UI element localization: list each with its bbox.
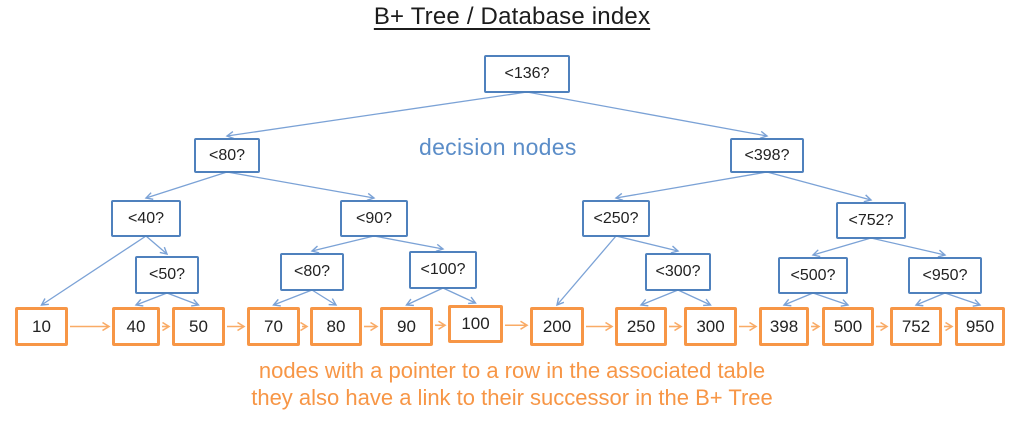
decision-node-q50: <50? (135, 256, 199, 294)
leaf-node-l50: 50 (172, 307, 225, 346)
leaf-node-l752: 752 (890, 307, 942, 346)
tree-edge-q300-l300 (677, 289, 712, 307)
tree-edge-q40-q50 (145, 235, 169, 255)
tree-edge-q950-l752 (914, 292, 946, 307)
leaf-node-l100: 100 (448, 305, 503, 343)
tree-edge-q136-q80 (225, 91, 528, 140)
decision-node-q80b: <80? (280, 253, 344, 291)
decision-node-q300: <300? (645, 253, 711, 291)
decision-node-q398: <398? (730, 138, 804, 173)
tree-edge-q80b-l70 (272, 289, 313, 307)
tree-edge-q80-q40 (144, 171, 228, 201)
decision-node-q500: <500? (778, 257, 848, 294)
tree-edge-q100-l90 (405, 287, 444, 307)
tree-edge-q40-l10 (40, 235, 147, 306)
decision-node-q136: <136? (484, 55, 570, 93)
tree-edge-q90-q100 (373, 235, 445, 252)
tree-edge-q950-l950 (944, 292, 982, 307)
leaf-node-l398: 398 (759, 307, 809, 346)
decision-node-q752: <752? (836, 202, 906, 239)
tree-edge-q500-l398 (782, 292, 814, 307)
tree-edge-q100-l100 (442, 287, 477, 305)
tree-edge-q50-l50 (166, 292, 200, 307)
leaf-node-l200: 200 (530, 307, 584, 346)
tree-edge-q398-q250 (614, 171, 768, 202)
decision-node-q40: <40? (111, 200, 181, 237)
leaf-node-l300: 300 (684, 307, 737, 346)
tree-edge-q300-l250 (639, 289, 679, 307)
leaf-node-l500: 500 (822, 307, 874, 346)
leaf-node-l10: 10 (15, 307, 68, 346)
caption: nodes with a pointer to a row in the ass… (0, 357, 1024, 411)
decision-node-q90: <90? (340, 200, 408, 237)
decision-node-q250: <250? (582, 200, 650, 237)
tree-edge-q752-q950 (870, 237, 947, 258)
decision-node-q100: <100? (409, 251, 477, 289)
decision-nodes-annotation: decision nodes (419, 134, 577, 160)
leaf-node-l950: 950 (955, 307, 1005, 346)
tree-edge-q80-q90 (226, 171, 376, 201)
caption-line-2: they also have a link to their successor… (251, 385, 773, 410)
leaf-node-l250: 250 (615, 307, 667, 346)
page-title: B+ Tree / Database index (373, 3, 651, 30)
tree-edge-q398-q752 (766, 171, 873, 203)
leaf-node-l70: 70 (247, 307, 300, 346)
tree-edge-q50-l40 (134, 292, 168, 307)
tree-edge-q250-q300 (615, 235, 680, 254)
decision-node-q80: <80? (194, 138, 260, 173)
leaf-node-l90: 90 (380, 307, 433, 346)
leaf-node-l80: 80 (310, 307, 362, 346)
decision-node-q950: <950? (908, 257, 982, 294)
tree-edge-q80b-l80 (311, 289, 338, 306)
tree-edge-q136-q398 (526, 91, 769, 139)
tree-edge-q500-l500 (812, 292, 850, 307)
tree-edge-q90-q80b (310, 235, 375, 254)
tree-edge-q250-l200 (556, 235, 617, 307)
caption-line-1: nodes with a pointer to a row in the ass… (258, 358, 766, 383)
tree-edge-q752-q500 (811, 237, 872, 258)
leaf-node-l40: 40 (112, 307, 160, 346)
